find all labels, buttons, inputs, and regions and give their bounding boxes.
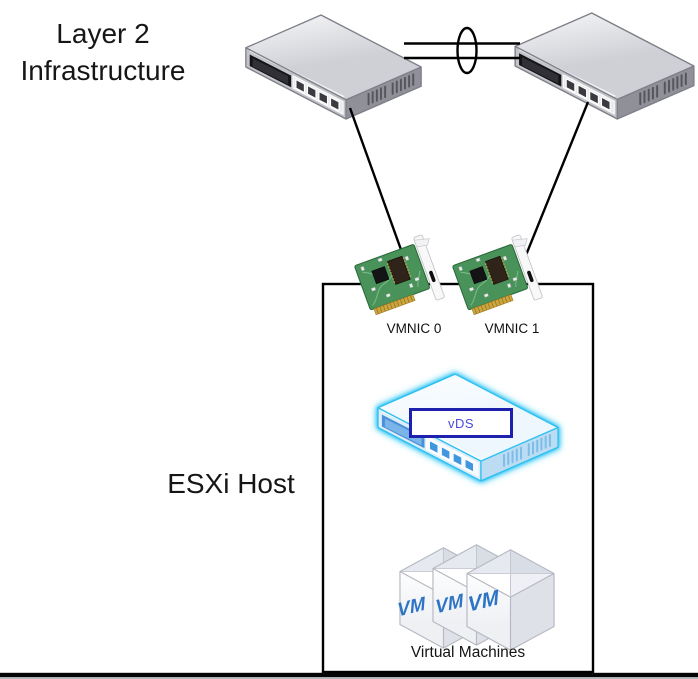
vmnic0-label: VMNIC 0 bbox=[386, 321, 442, 336]
right-switch-icon bbox=[514, 11, 695, 121]
link-aggregation-ellipse-icon bbox=[456, 26, 478, 75]
layer2-line2: Infrastructure bbox=[20, 55, 186, 86]
vm-cubes-group: VM VM VM bbox=[397, 544, 555, 651]
virtual-machines-label: Virtual Machines bbox=[410, 644, 526, 661]
uplink-line-left bbox=[348, 107, 406, 259]
bottom-bar-edge bbox=[0, 677, 698, 679]
uplink-line-right bbox=[522, 101, 590, 261]
vmnic1-label: VMNIC 1 bbox=[484, 321, 540, 336]
left-switch-icon bbox=[244, 14, 423, 120]
vds-label: vDS bbox=[447, 415, 475, 431]
layer2-infrastructure-label: Layer 2 Infrastructure bbox=[2, 15, 204, 89]
bottom-bar bbox=[0, 672, 698, 678]
layer2-line1: Layer 2 bbox=[56, 18, 150, 49]
vds-label-box: vDS bbox=[409, 408, 513, 438]
esxi-host-label: ESXi Host bbox=[167, 468, 295, 499]
